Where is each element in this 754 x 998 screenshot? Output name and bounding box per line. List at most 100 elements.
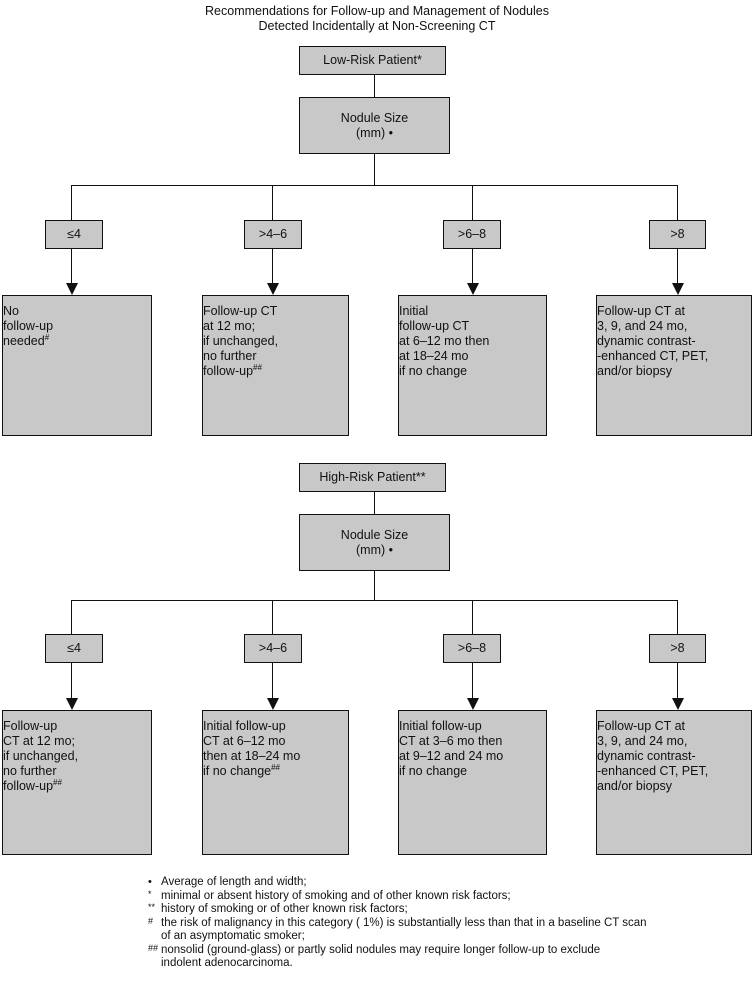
high_risk-arrow-head-3 [466, 698, 479, 710]
low_risk-connector-size-branch [374, 154, 376, 185]
high_risk-arrow-head-4 [671, 698, 684, 710]
outcome-text-line: at 6–12 mo then [399, 334, 490, 348]
outcome-text-line: CT at 12 mo; [3, 734, 76, 748]
outcome-text-line: if no change## [203, 762, 281, 778]
low_risk-connector-patient-size [374, 75, 376, 97]
outcome-text-line: then at 18–24 mo [203, 749, 301, 763]
footnote-text: history of smoking or of other known ris… [161, 903, 408, 915]
high_risk-branch-drop-2 [272, 600, 274, 634]
outcome-text-line: follow-up CT [399, 319, 470, 333]
nodule-size-unit: (mm) • [356, 125, 393, 140]
outcome-text-line: and/or biopsy [597, 364, 673, 378]
low_risk-category-box-3: >6–8 [443, 220, 501, 249]
low_risk-arrow-line-3 [472, 249, 474, 283]
high_risk-branch-line [71, 600, 678, 602]
outcome-text-line: 3, 9, and 24 mo, [597, 734, 688, 748]
footnote-4: # the risk of malignancy in this categor… [148, 915, 647, 931]
outcome-text-line: needed# [3, 332, 50, 348]
outcome-text-line: Follow-up CT at [597, 304, 685, 318]
outcome-text-line: follow-up [3, 319, 54, 333]
footnote-mark: ## [148, 942, 159, 953]
outcome-text-line: if unchanged, [3, 749, 79, 763]
outcome-text-line: if unchanged, [203, 334, 279, 348]
low_risk-arrow-head-3 [466, 283, 479, 295]
high_risk-connector-patient-size [374, 492, 376, 514]
outcome-text-line: if no change [399, 364, 468, 378]
low_risk-arrow-head-2 [266, 283, 279, 295]
outcome-text-line: if no change [399, 764, 468, 778]
footnote-mark: # [148, 915, 154, 926]
high_risk-category-box-4: >8 [649, 634, 706, 663]
outcome-text-line: no further [3, 764, 57, 778]
low_risk-branch-drop-3 [472, 185, 474, 220]
low_risk-arrow-line-1 [71, 249, 73, 283]
low_risk-category-box-2: >4–6 [244, 220, 302, 249]
high_risk-arrow-line-4 [677, 663, 679, 698]
footnote-continuation: of an asymptomatic smoker; [161, 930, 305, 942]
outcome-text-line: Follow-up CT at [597, 719, 685, 733]
footnote-mark: • [148, 876, 152, 888]
low_risk-patient-box: Low-Risk Patient* [299, 46, 446, 75]
outcome-text-line: follow-up## [3, 777, 62, 793]
high_risk-branch-drop-3 [472, 600, 474, 634]
high_risk-patient-box: High-Risk Patient** [299, 463, 446, 492]
low_risk-branch-line [71, 185, 678, 187]
footnote-marker: ## [271, 762, 281, 772]
high_risk-nodule-size-box: Nodule Size(mm) • [299, 514, 450, 571]
nodule-size-label: Nodule Size [340, 527, 409, 542]
outcome-text-line: -enhanced CT, PET, [597, 764, 709, 778]
outcome-text-line: -enhanced CT, PET, [597, 349, 709, 363]
outcome-text-line: no further [203, 349, 257, 363]
low_risk-nodule-size-box: Nodule Size(mm) • [299, 97, 450, 154]
diagram-title-line-1: Recommendations for Follow-up and Manage… [205, 4, 549, 18]
outcome-text-line: and/or biopsy [597, 779, 673, 793]
footnote-mark: ** [148, 902, 156, 912]
low_risk-branch-drop-4 [677, 185, 679, 220]
outcome-text-line: dynamic contrast- [597, 749, 696, 763]
low_risk-branch-drop-2 [272, 185, 274, 220]
footnote-mark: * [148, 888, 152, 899]
footnote-marker: ## [253, 362, 262, 372]
high_risk-arrow-head-2 [266, 698, 279, 710]
footnotes: •Average of length and width;* minimal o… [148, 876, 647, 971]
low_risk-category-box-4: >8 [649, 220, 706, 249]
low_risk-arrow-head-4 [671, 283, 684, 295]
outcome-text-line: at 9–12 and 24 mo [399, 749, 504, 763]
low_risk-arrow-line-4 [677, 249, 679, 283]
high_risk-category-box-1: ≤4 [45, 634, 103, 663]
footnote-text: minimal or absent history of smoking and… [161, 889, 511, 902]
outcome-text-line: CT at 3–6 mo then [399, 734, 503, 748]
outcome-text-line: Follow-up CT [203, 304, 278, 318]
low_risk-branch-drop-1 [71, 185, 73, 220]
footnote-marker: ## [53, 777, 62, 787]
high_risk-connector-size-branch [374, 571, 376, 600]
diagram-title-line-2: Detected Incidentally at Non-Screening C… [258, 19, 496, 33]
footnote-continuation: indolent adenocarcinoma. [161, 957, 293, 969]
footnote-text: Average of length and width; [161, 876, 307, 888]
footnote-1: • Average of length and width; [148, 876, 647, 890]
outcome-text-line: at 18–24 mo [399, 349, 469, 363]
outcome-text-line: dynamic contrast- [597, 334, 696, 348]
footnote-2: * minimal or absent history of smoking a… [148, 888, 647, 904]
outcome-text-line: Initial follow-up [203, 719, 286, 733]
nodule-size-unit: (mm) • [356, 542, 393, 557]
outcome-text-line: No [3, 304, 19, 318]
low_risk-arrow-line-2 [272, 249, 274, 283]
outcome-text-line: at 12 mo; [203, 319, 256, 333]
low_risk-arrow-head-1 [65, 283, 78, 295]
high_risk-arrow-line-1 [71, 663, 73, 698]
outcome-text-line: Initial [399, 304, 429, 318]
footnote-3: ** history of smoking or of other known r… [148, 902, 647, 917]
high_risk-branch-drop-4 [677, 600, 679, 634]
outcome-text-line: Follow-up [3, 719, 58, 733]
footnote-text: nonsolid (ground-glass) or partly solid … [161, 943, 601, 956]
outcome-text-line: Initial follow-up [399, 719, 482, 733]
